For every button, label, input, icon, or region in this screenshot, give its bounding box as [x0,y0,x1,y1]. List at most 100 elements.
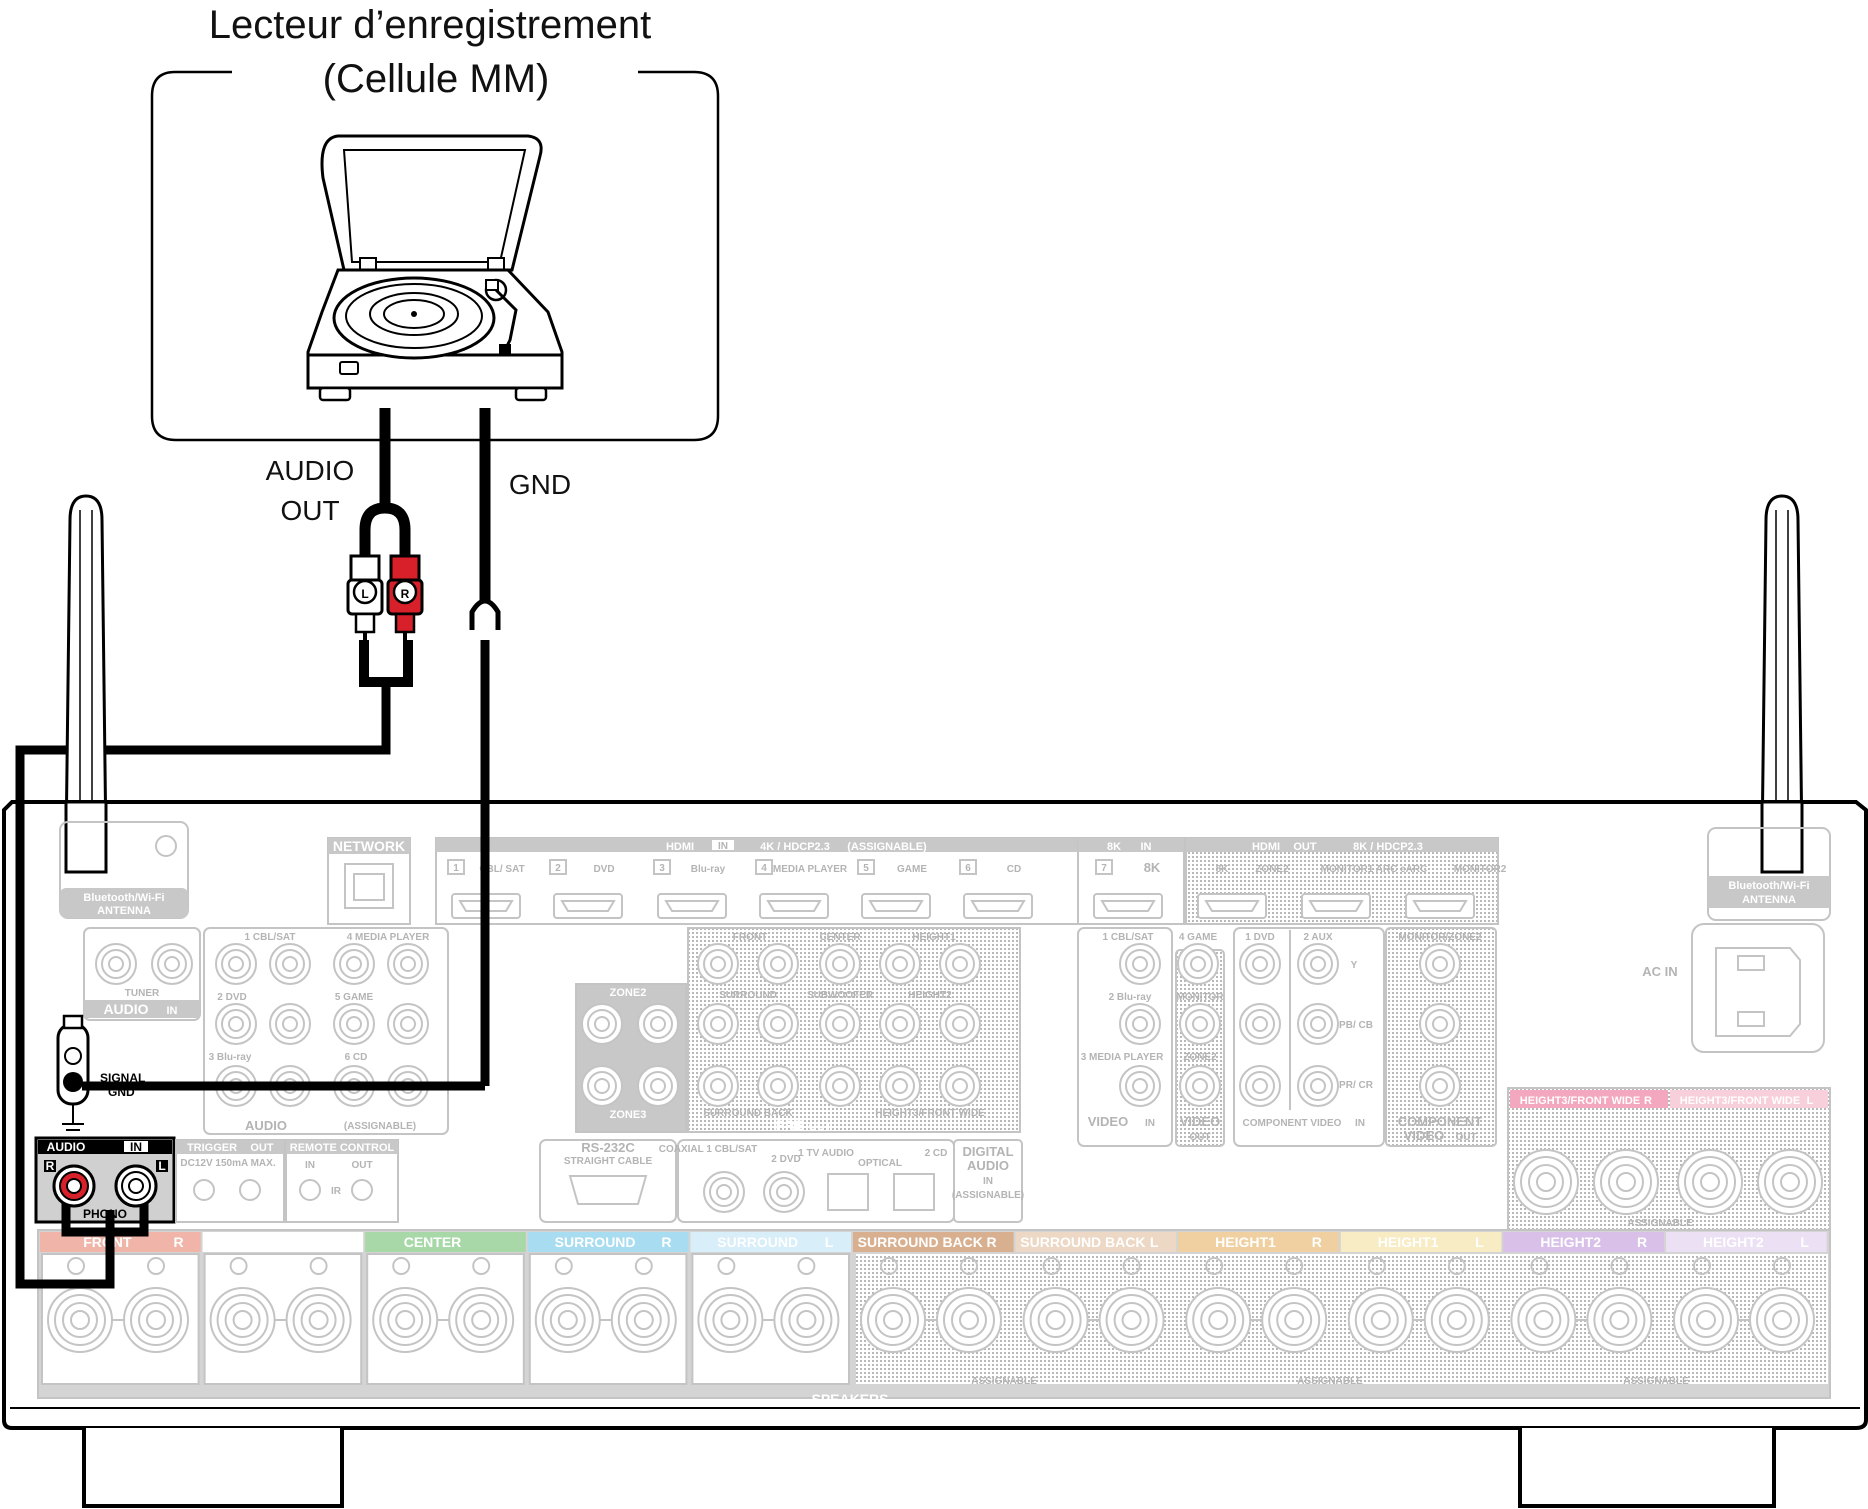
video-in-label: VIDEO [1088,1114,1128,1129]
hdmi-in-port-5: 5 GAME [857,859,931,919]
audio-jack [269,943,311,985]
pre-out-jack [757,1065,799,1107]
height3-assign: ASSIGNABLE [1627,1218,1693,1229]
antenna-right [1760,494,1804,850]
digital-cd: 2 CD [925,1148,948,1159]
video-group: 1 CBL/SAT 4 GAME 2 Blu-ray MONITOR 3 MED… [1077,927,1225,1147]
pre-front: FRONT [733,932,767,943]
component-in-label: COMPONENT VIDEO [1243,1118,1342,1129]
video-out-badge: OUT [1189,1132,1210,1143]
trigger-label: TRIGGER [187,1142,237,1154]
hdmi-in-port-number: 6 [965,863,971,874]
pre-surround-back: SURROUND BACK [703,1108,793,1119]
rs232c-sub: STRAIGHT CABLE [564,1156,653,1167]
pre-center: CENTER [819,932,861,943]
hdmi-in-port-number: 1 [453,863,459,874]
pre-out-jack [697,1003,739,1045]
device-title-line2: (Cellule MM) [323,57,550,101]
pre-height2: HEIGHT2 [908,990,952,1001]
antenna-right-label-1: Bluetooth/Wi-Fi [1728,880,1809,892]
trigger-remote: TRIGGER OUT DC12V 150mA MAX. REMOTE CONT… [175,1139,399,1223]
hdmi-out-port [1301,893,1371,919]
video-label-monitor: MONITOR [1176,992,1224,1003]
digital-tv: 1 TV AUDIO [798,1148,854,1159]
remote-out: OUT [351,1160,372,1171]
audio-jack [269,1003,311,1045]
hdmi-out-port [1405,893,1475,919]
pre-out-jack [939,1003,981,1045]
speaker-side: L [1800,1234,1809,1250]
digital-assign: (ASSIGNABLE) [952,1190,1024,1201]
component-label-3: MONITOR/ZONE2 [1398,932,1482,943]
video-label-1: 1 CBL/SAT [1103,932,1154,943]
video-label-zone2: ZONE2 [1183,1052,1217,1063]
component-label-1: 1 DVD [1245,932,1274,943]
remote-label: REMOTE CONTROL [290,1142,395,1154]
antenna-left [64,494,108,850]
phono-badge: IN [130,1140,142,1154]
component-out-badge: OUT [1455,1132,1476,1143]
hdmi-8k-header: 8K [1107,841,1121,853]
hdmi-in-badge: IN [718,841,728,852]
hdmi-in-port-number: 3 [659,863,665,874]
audio-out-label-line1: AUDIO [266,455,355,486]
hdmi-in-port-label: Blu-ray [691,864,726,875]
digital-badge: IN [983,1176,993,1187]
speaker-terminal-2: CENTER [365,1232,526,1385]
component-pb: PB/ CB [1339,1020,1373,1031]
audio-in-tuner-label: AUDIO [103,1001,148,1017]
speaker-side: R [174,1234,184,1250]
audio-jack [333,1003,375,1045]
digital-dvd: 2 DVD [771,1154,800,1165]
hdmi-out-spec: 8K / HDCP2.3 [1353,841,1423,853]
hdmi-out-port-label: MONITOR2 [1454,864,1507,875]
trigger-badge: OUT [250,1142,274,1154]
rca-plug-right: R [386,554,424,640]
video-label-2: 2 Blu-ray [1109,992,1152,1003]
zone2-label: ZONE2 [610,987,647,999]
remote-in: IN [305,1160,315,1171]
digital-audio-1: DIGITAL [962,1144,1013,1159]
hdmi-8k-group: 8K IN 7 8K [1077,837,1185,925]
video-out-label: VIDEO [1180,1114,1220,1129]
speaker-side: L [337,1234,346,1250]
antenna-right-label-2: ANTENNA [1742,894,1796,906]
rca-plug-left: L [346,554,384,640]
audio-assign-label: AUDIO [245,1118,287,1133]
speaker-assign: ASSIGNABLE [971,1376,1037,1387]
tuner-label: TUNER [125,988,160,999]
audio-assign-note: (ASSIGNABLE) [344,1121,416,1132]
hdmi-out-badge: OUT [1293,841,1317,853]
hdmi-in-port-number: 5 [863,863,869,874]
plug-left-letter: L [361,587,368,601]
speaker-label: HEIGHT2 [1703,1234,1764,1250]
turntable-device: Lecteur d’enregistrement (Cellule MM) [150,3,720,442]
height3-r-side: R [1644,1095,1652,1107]
hdmi-in-port-label: GAME [897,864,927,875]
pre-out-jack [697,1065,739,1107]
video-label-4: 4 GAME [1179,932,1218,943]
ac-in-label: AC IN [1642,964,1677,979]
digital-coax: COAXIAL 1 CBL/SAT [659,1144,758,1155]
hdmi-in-port-label: MEDIA PLAYER [773,864,848,875]
hdmi-in-port-label: DVD [593,864,614,875]
antenna-left-label-1: Bluetooth/Wi-Fi [83,892,164,904]
hdmi-in-assign: (ASSIGNABLE) [847,841,927,853]
speaker-label: SURROUND BACK [858,1234,983,1250]
hdmi-out-header: HDMI [1252,841,1280,853]
zone3-label: ZONE3 [610,1109,647,1121]
pre-subwoofer: SUBWOOFER [807,990,874,1001]
remote-ir: IR [331,1186,342,1197]
